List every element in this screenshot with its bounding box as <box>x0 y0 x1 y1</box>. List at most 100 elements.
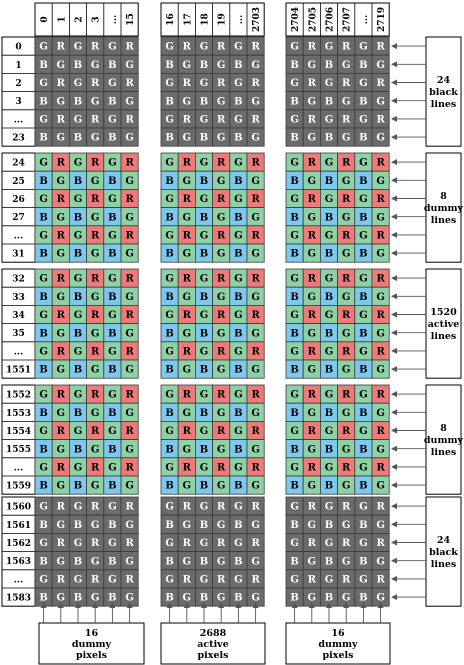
pixel-color-label: G <box>57 328 66 339</box>
pixel-color-label: R <box>217 575 226 586</box>
pixel-color-label: B <box>359 249 367 260</box>
pixel-count-text: 16 <box>331 628 345 639</box>
pixel-color-label: G <box>91 176 100 187</box>
pixel-color-label: G <box>183 96 192 107</box>
pixel-color-label: B <box>290 556 298 567</box>
pixel-color-label: G <box>108 274 117 285</box>
row-index-label: 23 <box>12 134 25 144</box>
pixel-color-label: B <box>290 292 298 303</box>
column-index-label: 2703 <box>252 7 262 32</box>
pixel-color-label: B <box>200 444 208 455</box>
pixel-color-label: G <box>125 408 134 419</box>
pixel-color-label: B <box>200 96 208 107</box>
pixel-color-label: G <box>308 249 317 260</box>
pixel-color-label: G <box>125 481 134 492</box>
pixel-color-label: R <box>217 347 226 358</box>
pixel-color-label: G <box>91 249 100 260</box>
pixel-color-label: R <box>376 575 385 586</box>
pixel-color-label: R <box>57 194 66 205</box>
pixel-color-label: R <box>251 274 260 285</box>
pixel-color-label: R <box>376 502 385 513</box>
pixel-color-label: G <box>200 274 209 285</box>
column-index-label: 18 <box>201 13 211 26</box>
pixel-color-label: R <box>342 231 351 242</box>
pixel-color-label: R <box>342 115 351 126</box>
pixel-color-label: R <box>183 463 192 474</box>
pixel-color-label: R <box>217 78 226 89</box>
pixel-color-label: G <box>217 292 226 303</box>
pixel-color-label: G <box>108 426 117 437</box>
pixel-color-label: R <box>342 390 351 401</box>
pixel-color-label: B <box>108 520 116 531</box>
pixel-color-label: G <box>217 328 226 339</box>
pixel-cell <box>371 243 390 263</box>
pixel-color-label: R <box>308 158 317 169</box>
bottom-pixel-boxes: 16dummypixels2688activepixels16dummypixe… <box>38 602 391 665</box>
pixel-color-label: R <box>125 463 134 474</box>
pixel-color-label: G <box>125 96 134 107</box>
pixel-color-label: G <box>376 593 385 604</box>
pixel-color-label: G <box>325 538 334 549</box>
pixel-color-label: R <box>57 115 66 126</box>
pixel-color-label: B <box>234 444 242 455</box>
line-count-text: 8 <box>440 191 447 202</box>
pixel-color-label: G <box>125 520 134 531</box>
pixel-color-label: R <box>251 347 260 358</box>
pixel-color-label: G <box>308 96 317 107</box>
pixel-color-label: R <box>125 274 134 285</box>
row-index-label: 34 <box>12 311 25 321</box>
pixel-color-label: B <box>108 176 116 187</box>
pixel-color-label: B <box>200 556 208 567</box>
pixel-color-label: R <box>251 502 260 513</box>
pixel-color-label: B <box>39 520 47 531</box>
pixel-color-label: B <box>74 133 82 144</box>
pixel-color-label: G <box>359 390 368 401</box>
pixel-color-label: G <box>57 212 66 223</box>
pixel-color-label: G <box>91 444 100 455</box>
pixel-color-label: B <box>234 593 242 604</box>
pixel-color-label: G <box>290 502 299 513</box>
pixel-color-label: R <box>91 426 100 437</box>
pixel-color-label: R <box>308 502 317 513</box>
pixel-color-label: G <box>308 556 317 567</box>
pixel-color-label: G <box>325 158 334 169</box>
pixel-color-label: B <box>200 133 208 144</box>
pixel-color-label: R <box>308 42 317 53</box>
pixel-color-label: G <box>39 502 48 513</box>
row-index-label: 26 <box>12 195 25 205</box>
pixel-color-label: B <box>325 133 333 144</box>
pixel-color-label: G <box>183 556 192 567</box>
pixel-color-label: B <box>325 60 333 71</box>
pixel-color-label: G <box>39 231 48 242</box>
pixel-color-label: G <box>342 408 351 419</box>
pixel-color-label: R <box>183 426 192 437</box>
pixel-color-label: G <box>57 520 66 531</box>
pixel-color-label: R <box>183 390 192 401</box>
pixel-color-label: G <box>125 593 134 604</box>
pixel-color-label: G <box>290 538 299 549</box>
pixel-color-label: B <box>108 96 116 107</box>
pixel-color-label: G <box>376 365 385 376</box>
pixel-color-label: G <box>200 231 209 242</box>
pixel-color-label: G <box>217 408 226 419</box>
pixel-color-label: R <box>342 347 351 358</box>
pixel-color-label: G <box>200 347 209 358</box>
pixel-color-label: G <box>217 133 226 144</box>
pixel-color-label: B <box>39 176 47 187</box>
pixel-color-label: G <box>325 463 334 474</box>
pixel-color-label: B <box>108 292 116 303</box>
pixel-color-label: R <box>251 194 260 205</box>
row-index-label: 32 <box>12 275 25 285</box>
pixel-color-label: G <box>39 115 48 126</box>
pixel-color-label: G <box>217 444 226 455</box>
pixel-color-label: R <box>342 310 351 321</box>
column-index-label: 1 <box>57 16 67 22</box>
pixel-color-label: B <box>74 444 82 455</box>
line-count-box <box>425 268 462 379</box>
pixel-color-label: B <box>165 408 173 419</box>
row-index-label: ... <box>14 463 23 473</box>
pixel-color-label: G <box>108 158 117 169</box>
pixel-color-label: R <box>308 115 317 126</box>
column-index-label: 17 <box>183 13 193 26</box>
pixel-color-label: G <box>74 390 83 401</box>
